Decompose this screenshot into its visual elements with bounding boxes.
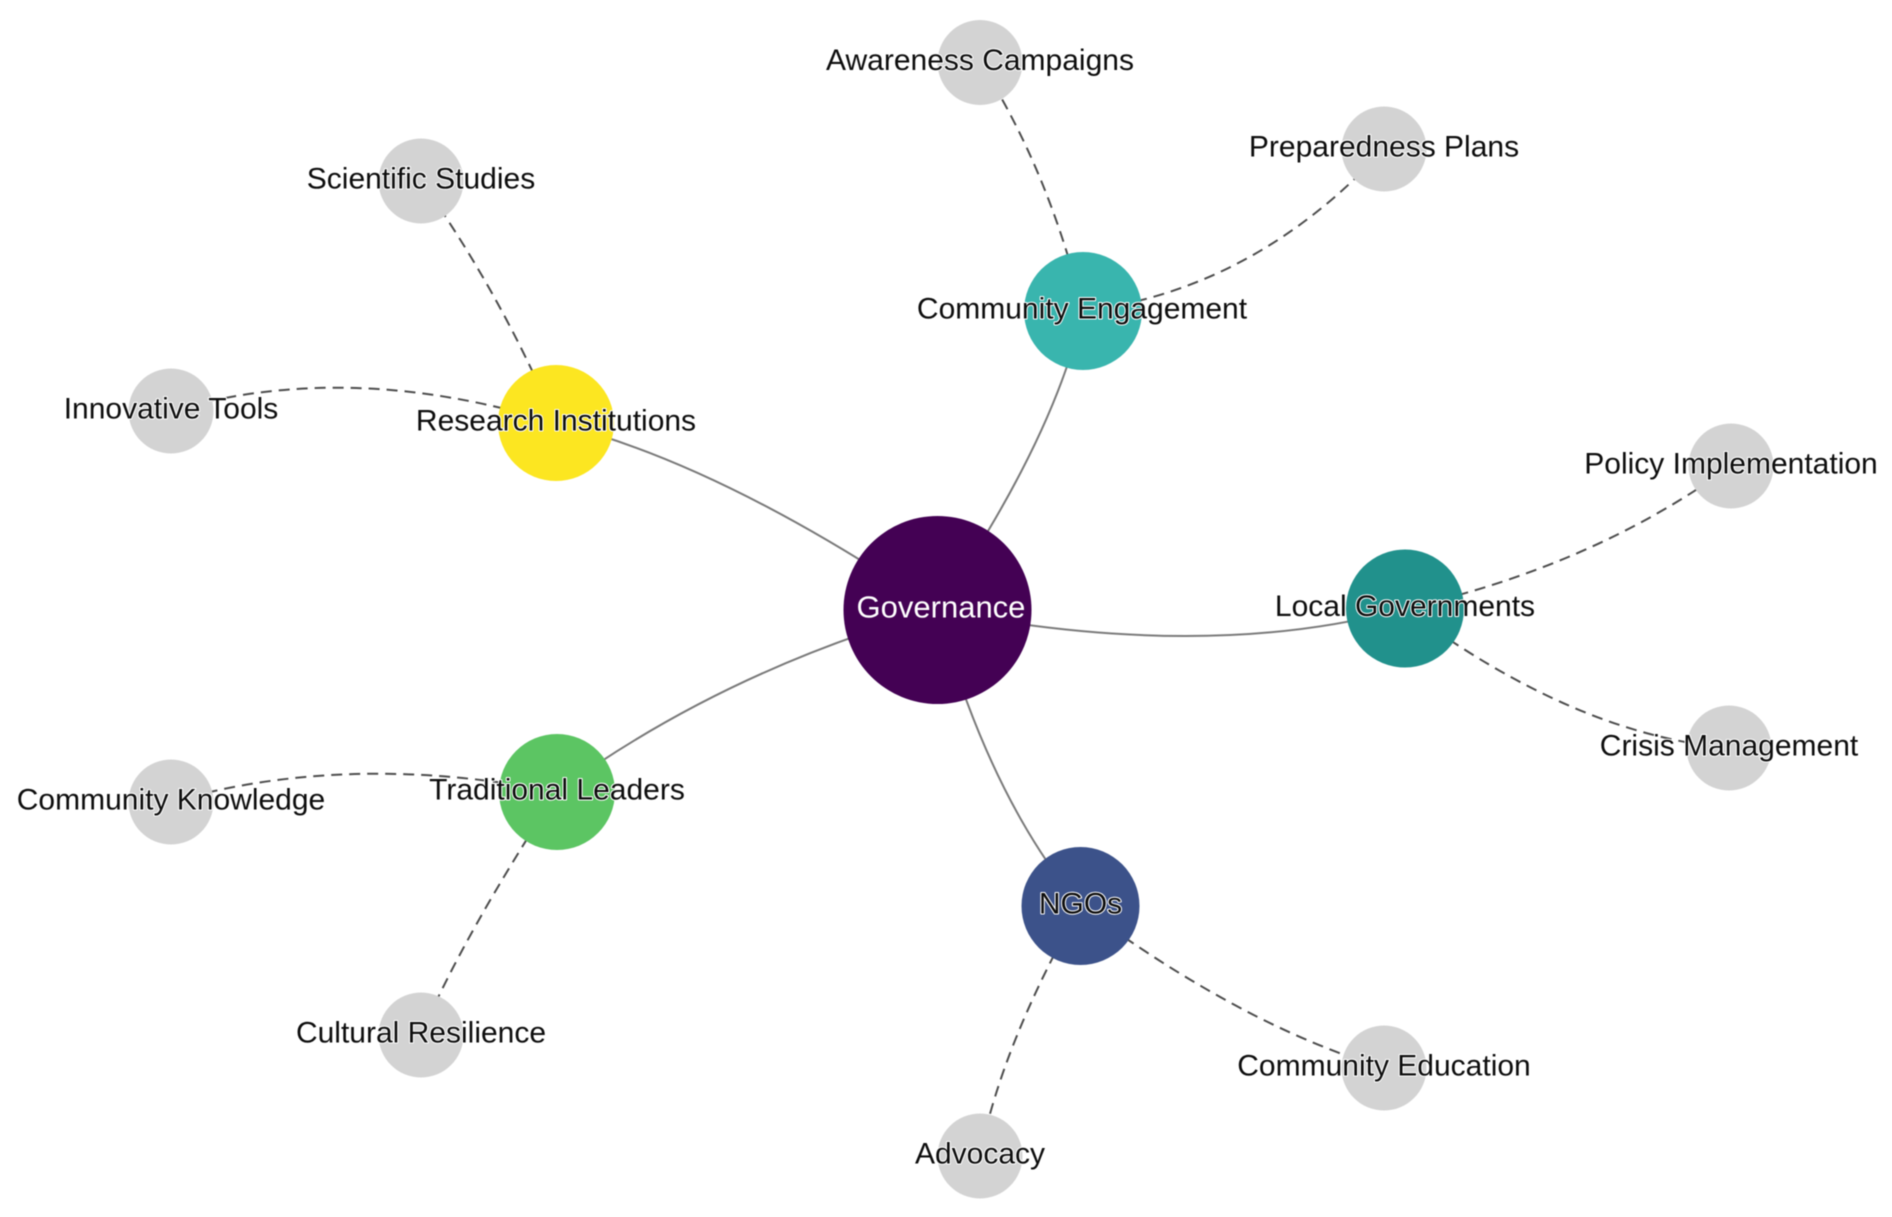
svg-text:Research Institutions: Research Institutions <box>416 405 696 438</box>
svg-text:Community Engagement: Community Engagement <box>917 293 1248 326</box>
svg-text:Scientific Studies: Scientific Studies <box>307 163 535 196</box>
svg-text:Innovative Tools: Innovative Tools <box>64 393 279 426</box>
svg-text:Awareness Campaigns: Awareness Campaigns <box>826 44 1134 77</box>
svg-text:Local Governments: Local Governments <box>1275 590 1535 623</box>
svg-text:Cultural Resilience: Cultural Resilience <box>296 1017 546 1050</box>
svg-text:NGOs: NGOs <box>1039 888 1122 921</box>
svg-text:Policy Implementation: Policy Implementation <box>1584 448 1877 481</box>
svg-text:Community Education: Community Education <box>1237 1050 1530 1083</box>
svg-text:Community Knowledge: Community Knowledge <box>17 784 325 817</box>
svg-text:Governance: Governance <box>857 590 1026 625</box>
svg-text:Advocacy: Advocacy <box>915 1138 1045 1171</box>
svg-text:Traditional Leaders: Traditional Leaders <box>429 774 685 807</box>
svg-text:Crisis Management: Crisis Management <box>1600 730 1859 763</box>
svg-text:Preparedness Plans: Preparedness Plans <box>1249 131 1519 164</box>
